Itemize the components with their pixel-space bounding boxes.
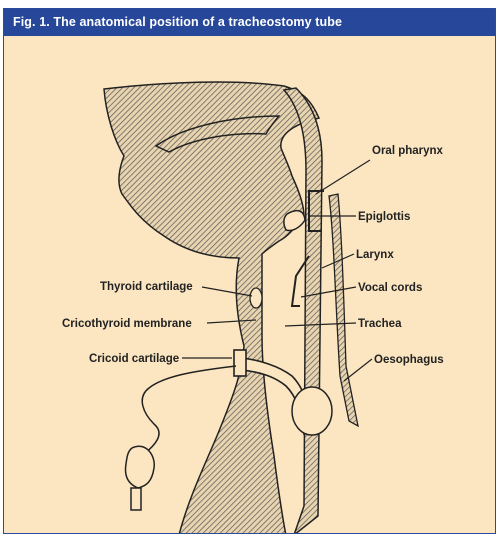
tracheostomy-diagram: Oral pharynx Epiglottis Larynx Thyroid c… bbox=[4, 36, 496, 534]
label-oral-pharynx: Oral pharynx bbox=[372, 145, 444, 157]
label-vocal-cords: Vocal cords bbox=[358, 282, 422, 294]
tube-cuff bbox=[292, 387, 332, 435]
figure-title: Fig. 1. The anatomical position of a tra… bbox=[13, 15, 342, 29]
tube-flange bbox=[234, 350, 246, 376]
label-thyroid-cartilage: Thyroid cartilage bbox=[100, 281, 193, 293]
label-larynx: Larynx bbox=[356, 249, 394, 261]
label-cricoid-cartilage: Cricoid cartilage bbox=[89, 353, 179, 365]
spine-column bbox=[284, 88, 322, 534]
thyroid-cartilage-shape bbox=[250, 288, 262, 308]
label-epiglottis: Epiglottis bbox=[358, 211, 410, 223]
pilot-valve bbox=[131, 488, 141, 510]
pilot-balloon bbox=[126, 446, 155, 488]
label-trachea: Trachea bbox=[358, 318, 402, 330]
label-cricothyroid-membrane: Cricothyroid membrane bbox=[62, 318, 192, 330]
label-oesophagus: Oesophagus bbox=[374, 354, 444, 366]
figure-panel: Fig. 1. The anatomical position of a tra… bbox=[3, 8, 496, 534]
figure-title-bar: Fig. 1. The anatomical position of a tra… bbox=[4, 9, 495, 36]
oesophagus-wall bbox=[329, 194, 358, 426]
epiglottis-leaf bbox=[284, 211, 305, 231]
